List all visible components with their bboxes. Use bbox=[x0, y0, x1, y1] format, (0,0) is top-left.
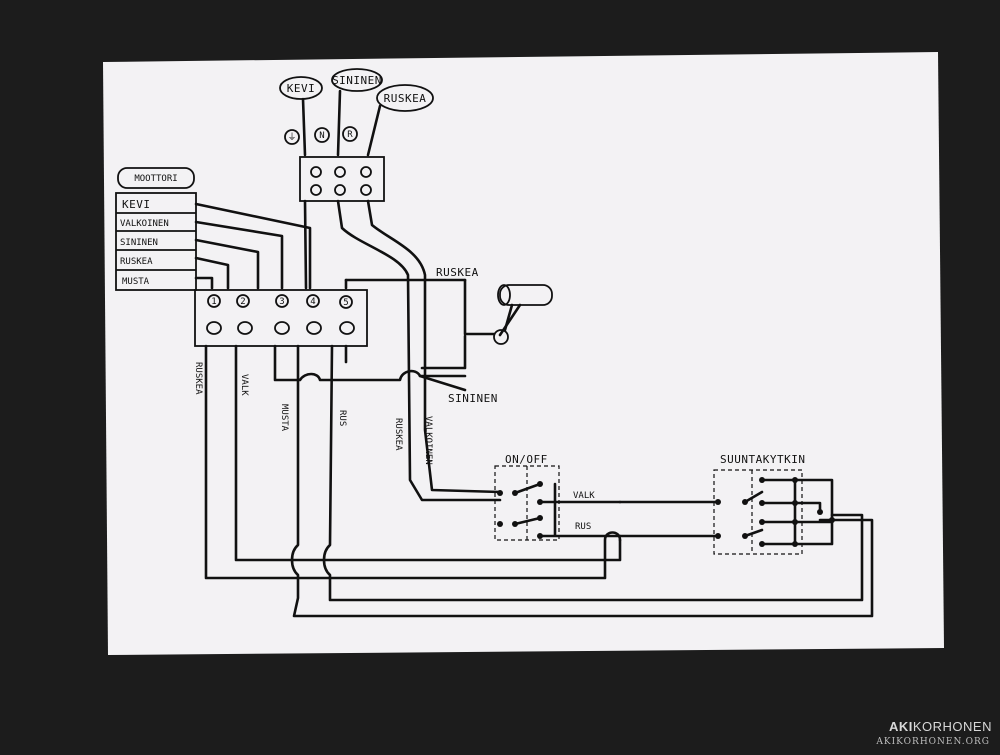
label-kevi-top: KEVI bbox=[287, 82, 316, 95]
motor-row-valkoinen: VALKOINEN bbox=[120, 219, 169, 229]
supply-wires bbox=[273, 199, 502, 502]
motor-terminal-4: 4 bbox=[310, 297, 315, 307]
label-rus-h: RUS bbox=[575, 522, 591, 532]
terminal-mark-r: R bbox=[347, 130, 353, 140]
vertical-motor-wires bbox=[204, 344, 874, 618]
label-musta-v: MUSTA bbox=[279, 404, 289, 432]
terminal-mark-n: N bbox=[319, 131, 324, 141]
motor-terminal-block: 1 2 3 4 5 bbox=[194, 289, 368, 347]
motor-terminal-5: 5 bbox=[343, 298, 348, 308]
label-ruskea-top: RUSKEA bbox=[384, 92, 427, 105]
motor-table-wires bbox=[194, 202, 312, 290]
motor-table-title: MOOTTORI bbox=[134, 174, 177, 184]
label-sininen-cap: SININEN bbox=[448, 392, 498, 405]
label-rus-v: RUS bbox=[337, 410, 347, 426]
motor-row-ruskea: RUSKEA bbox=[120, 257, 153, 267]
watermark-brand: AKIKORHONEN bbox=[889, 719, 992, 734]
label-sininen-top: SININEN bbox=[332, 74, 382, 87]
direction-switch bbox=[713, 469, 835, 555]
capacitor bbox=[420, 278, 553, 370]
label-ruskea-v2: RUSKEA bbox=[393, 418, 403, 451]
motor-terminal-2: 2 bbox=[240, 297, 245, 307]
label-direction-switch: SUUNTAKYTKIN bbox=[720, 453, 805, 466]
label-valk-h: VALK bbox=[573, 491, 595, 501]
watermark-brand-bold: AKI bbox=[888, 719, 913, 734]
motor-terminal-3: 3 bbox=[279, 297, 284, 307]
switch-interconnect bbox=[603, 500, 720, 562]
paper-sheet bbox=[103, 52, 944, 655]
motor-row-musta: MUSTA bbox=[122, 277, 150, 287]
label-ruskea-v: RUSKEA bbox=[193, 362, 203, 395]
label-valk-v: VALK bbox=[239, 374, 249, 396]
top-terminal-marks: ⏚ N R bbox=[284, 126, 358, 145]
motor-terminal-1: 1 bbox=[211, 297, 216, 307]
top-terminal-block bbox=[299, 156, 385, 202]
incoming-wire-labels: KEVI SININEN RUSKEA bbox=[279, 68, 434, 157]
label-on-off: ON/OFF bbox=[505, 453, 548, 466]
watermark-url: AKIKORHONEN.ORG bbox=[876, 737, 990, 747]
motor-row-kevi: KEVI bbox=[122, 198, 151, 211]
label-valkoinen-v: VALKOINEN bbox=[423, 416, 433, 465]
watermark-brand-rest: KORHONEN bbox=[912, 719, 992, 734]
terminal-mark-ground: ⏚ bbox=[287, 132, 296, 143]
label-ruskea-cap: RUSKEA bbox=[436, 266, 479, 279]
motor-table: MOOTTORI KEVI VALKOINEN SININEN RUSKEA M… bbox=[115, 167, 197, 291]
motor-row-sininen: SININEN bbox=[120, 238, 158, 248]
